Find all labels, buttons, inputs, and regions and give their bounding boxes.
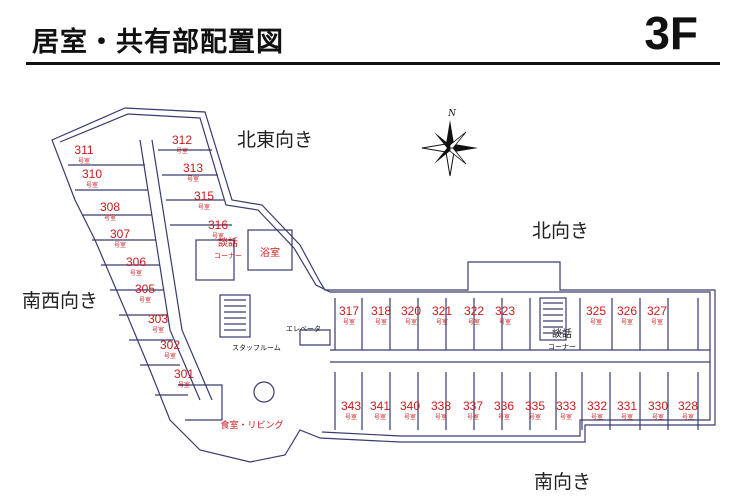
room-number: 313 [183,161,203,175]
room-number: 320 [401,304,421,318]
room-number: 307 [110,227,130,241]
room-suffix: 号室 [651,318,663,326]
room-suffix: 号室 [436,318,448,326]
room-number: 316 [208,218,228,232]
room-suffix: 号室 [375,318,387,326]
facility-lounge-left: 談話 [218,236,238,249]
room-suffix: 号室 [212,232,224,240]
room-suffix: 号室 [468,318,480,326]
direction-north: 北向き [532,220,590,242]
facility-lounge-right: 談話 [552,327,572,340]
room-number: 330 [648,399,668,413]
room-number: 318 [371,304,391,318]
facility-elevator: エレベータ [286,324,321,333]
room-number: 337 [463,399,483,413]
room-number: 332 [587,399,607,413]
room-number: 323 [495,304,515,318]
room-number: 338 [431,399,451,413]
room-number: 336 [494,399,514,413]
room-suffix: 号室 [343,318,355,326]
room-suffix: 号室 [374,413,386,421]
facility-staff: スタッフルーム [232,343,281,352]
room-suffix: 号室 [86,181,98,189]
building-outline [51,107,716,463]
room-number: 308 [100,200,120,214]
room-suffix: 号室 [178,381,190,389]
room-suffix: 号室 [467,413,479,421]
direction-southwest: 南西向き [22,290,99,312]
room-suffix: 号室 [345,413,357,421]
room-suffix: 号室 [164,352,176,360]
room-number: 328 [678,399,698,413]
room-suffix: 号室 [591,413,603,421]
direction-south: 南向き [534,471,592,493]
room-number: 306 [126,255,146,269]
room-suffix: 号室 [682,413,694,421]
room-number: 315 [194,189,214,203]
room-suffix: 号室 [498,413,510,421]
room-suffix: 号室 [176,147,188,155]
room-suffix: 号室 [78,157,90,165]
room-number: 301 [174,367,194,381]
room-number: 333 [556,399,576,413]
room-suffix: 号室 [652,413,664,421]
room-suffix: 号室 [139,296,151,304]
room-suffix: 号室 [187,175,199,183]
room-number: 335 [525,399,545,413]
room-number: 305 [135,282,155,296]
room-suffix: 号室 [198,203,210,211]
room-suffix: 号室 [621,318,633,326]
room-number: 343 [341,399,361,413]
facility-bath: 浴室 [260,246,280,259]
room-suffix: 号室 [152,326,164,334]
room-suffix: 号室 [405,318,417,326]
room-suffix: 号室 [590,318,602,326]
room-number: 331 [617,399,637,413]
floor-label: 3F [644,7,698,59]
room-number: 312 [172,133,192,147]
room-suffix: 号室 [114,241,126,249]
room-number: 326 [617,304,637,318]
facility-lounge-left-sub: コーナー [214,252,242,260]
room-suffix: 号室 [499,318,511,326]
room-number: 325 [586,304,606,318]
room-number: 311 [74,143,93,157]
room-number: 303 [148,312,168,326]
room-number: 340 [400,399,420,413]
room-suffix: 号室 [529,413,541,421]
room-number: 341 [370,399,390,413]
room-suffix: 号室 [130,269,142,277]
title-underline [26,62,720,65]
facility-dining: 食室・リビング [220,419,283,431]
room-suffix: 号室 [435,413,447,421]
room-number: 321 [432,304,452,318]
compass-rose-icon: N [421,109,478,177]
room-suffix: 号室 [404,413,416,421]
room-number: 302 [160,338,180,352]
compass-north-label: N [447,109,457,119]
room-number: 310 [82,167,102,181]
room-number: 327 [647,304,667,318]
page-title: 居室・共有部配置図 [32,27,284,58]
room-number: 322 [464,304,484,318]
room-suffix: 号室 [621,413,633,421]
room-suffix: 号室 [560,413,572,421]
room-number: 317 [339,304,359,318]
facility-lounge-right-sub: コーナー [548,343,576,351]
direction-northeast: 北東向き [237,129,314,151]
room-suffix: 号室 [104,214,116,222]
